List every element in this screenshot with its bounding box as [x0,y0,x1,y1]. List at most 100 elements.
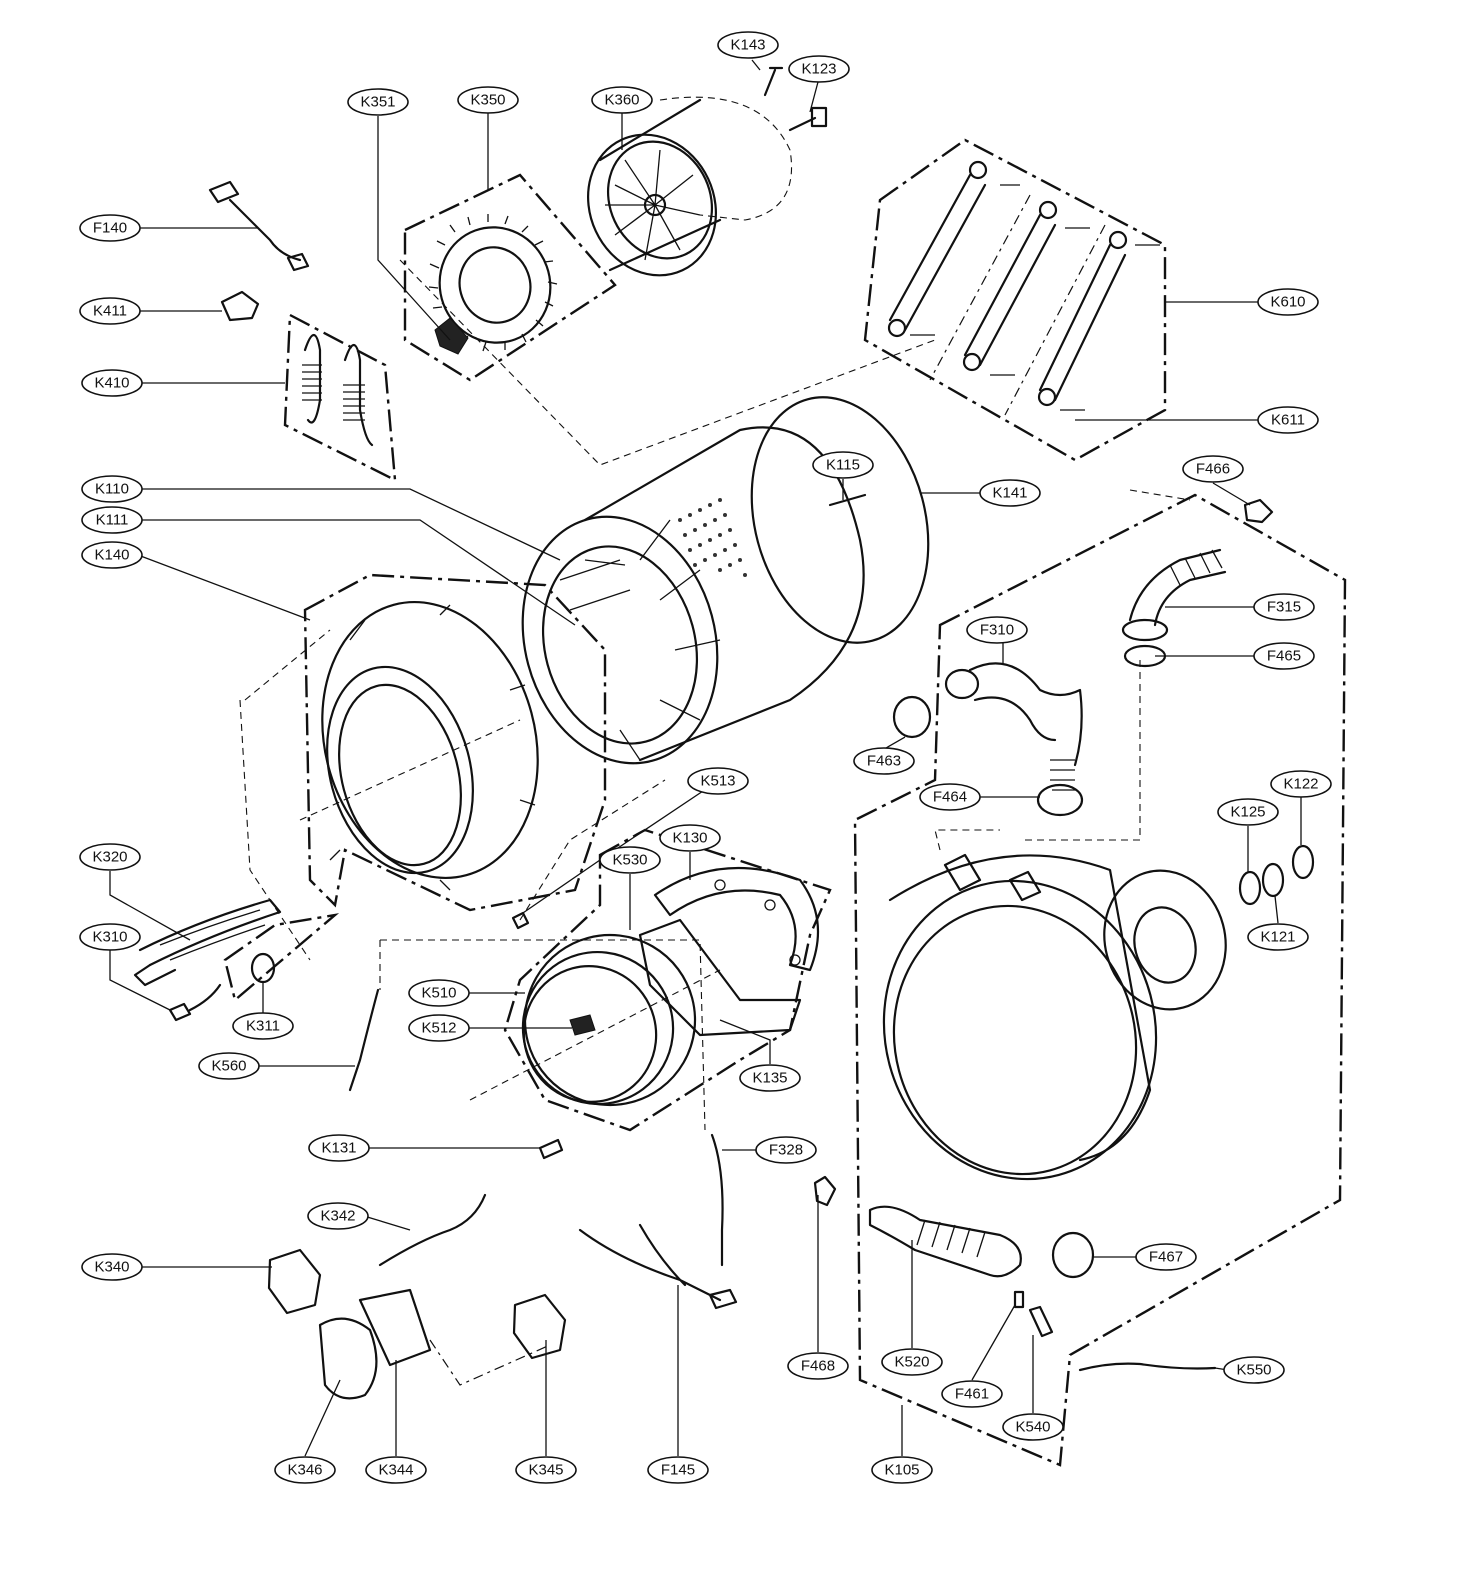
callout-k560[interactable]: K560 [198,1052,260,1080]
pump-k345 [512,1293,567,1360]
label-f140: F140 [93,220,127,237]
label-k530: K530 [612,852,647,869]
callout-k360[interactable]: K360 [591,86,653,114]
callout-k105[interactable]: K105 [871,1456,933,1484]
callout-k123[interactable]: K123 [788,55,850,83]
callout-k411[interactable]: K411 [79,297,141,325]
rotor [586,98,722,277]
callout-f463[interactable]: F463 [853,747,915,775]
shock-absorbers [887,160,1160,411]
label-k520: K520 [894,1354,929,1371]
callout-k345[interactable]: K345 [515,1456,577,1484]
callout-k131[interactable]: K131 [308,1134,370,1162]
callout-k344[interactable]: K344 [365,1456,427,1484]
label-k122: K122 [1283,776,1318,793]
callout-k513[interactable]: K513 [687,767,749,795]
callout-k125[interactable]: K125 [1217,798,1279,826]
hose-k342 [378,1193,487,1267]
part-k513 [511,911,530,930]
label-k510: K510 [421,985,456,1002]
hose-f310 [944,662,1083,791]
part-k311 [250,952,276,984]
callout-k121[interactable]: K121 [1247,923,1309,951]
label-k411: K411 [93,303,127,320]
leader-lines [109,59,1302,1457]
callout-k550[interactable]: K550 [1223,1356,1285,1384]
callout-f315[interactable]: F315 [1253,593,1315,621]
label-f467: F467 [1149,1249,1183,1266]
callout-k351[interactable]: K351 [347,88,409,116]
drain-pump-assembly [267,1248,567,1400]
label-k512: K512 [421,1020,456,1037]
pump-k340 [267,1248,322,1315]
callout-k350[interactable]: K350 [457,86,519,114]
callout-f461[interactable]: F461 [941,1380,1003,1408]
seal-k121 [1261,862,1285,898]
label-k111: K111 [96,512,129,529]
harness-k550 [1078,1362,1217,1372]
callout-k512[interactable]: K512 [408,1014,470,1042]
callout-f145[interactable]: F145 [647,1456,709,1484]
callout-k342[interactable]: K342 [307,1202,369,1230]
label-k115: K115 [826,457,860,474]
callout-f465[interactable]: F465 [1253,642,1315,670]
door-gasket-group-outline [503,828,832,1132]
counterweight-k135 [638,918,802,1037]
tub-front-group-outline [303,573,607,912]
label-k311: K311 [246,1018,280,1035]
callout-k115[interactable]: K115 [812,451,874,479]
bellows-k520 [868,1205,1022,1278]
spring-group-outline [283,313,397,483]
label-k135: K135 [752,1070,787,1087]
callout-f140[interactable]: F140 [79,214,141,242]
callout-f467[interactable]: F467 [1135,1243,1197,1271]
callout-k540[interactable]: K540 [1002,1413,1064,1441]
label-k410: K410 [94,375,129,392]
callout-k122[interactable]: K122 [1270,770,1332,798]
callout-k611[interactable]: K611 [1257,406,1319,434]
label-k540: K540 [1015,1419,1050,1436]
callout-k143[interactable]: K143 [717,31,779,59]
callout-k111[interactable]: K111 [81,506,143,534]
callout-k346[interactable]: K346 [274,1456,336,1484]
callout-f464[interactable]: F464 [919,783,981,811]
tub-hidden-lines [239,629,521,961]
callout-f466[interactable]: F466 [1182,455,1244,483]
label-k121: K121 [1260,929,1295,946]
callout-k311[interactable]: K311 [232,1012,294,1040]
part-f461 [1013,1290,1025,1309]
bolt-k143 [763,66,784,97]
pump-housing-k344 [358,1288,432,1367]
door-gasket-k510 [521,933,697,1107]
clamp-f463 [892,695,932,739]
callout-k320[interactable]: K320 [79,843,141,871]
sensor-k540 [1028,1305,1054,1338]
callout-k310[interactable]: K310 [79,923,141,951]
callout-k610[interactable]: K610 [1257,288,1319,316]
callout-k130[interactable]: K130 [659,824,721,852]
callout-k141[interactable]: K141 [979,479,1041,507]
tub-rear [882,853,1227,1181]
callout-k520[interactable]: K520 [881,1348,943,1376]
part-k512 [569,1014,596,1036]
label-f328: F328 [769,1142,803,1159]
label-k130: K130 [672,830,707,847]
callout-k410[interactable]: K410 [81,369,143,397]
bearing-k125 [1238,870,1262,906]
bolt-k123 [788,106,828,132]
callout-k340[interactable]: K340 [81,1253,143,1281]
callout-k510[interactable]: K510 [408,979,470,1007]
callout-k110[interactable]: K110 [81,475,143,503]
heater-group-outline [223,913,340,1003]
callout-f328[interactable]: F328 [755,1136,817,1164]
hose-f328 [710,1133,724,1267]
label-k350: K350 [470,92,505,109]
callout-f310[interactable]: F310 [966,616,1028,644]
callout-k530[interactable]: K530 [599,846,661,874]
hose-k560 [348,988,380,1092]
callout-k135[interactable]: K135 [739,1064,801,1092]
callout-f468[interactable]: F468 [787,1352,849,1380]
callout-k140[interactable]: K140 [81,541,143,569]
label-f464: F464 [933,789,967,806]
label-k345: K345 [528,1462,563,1479]
